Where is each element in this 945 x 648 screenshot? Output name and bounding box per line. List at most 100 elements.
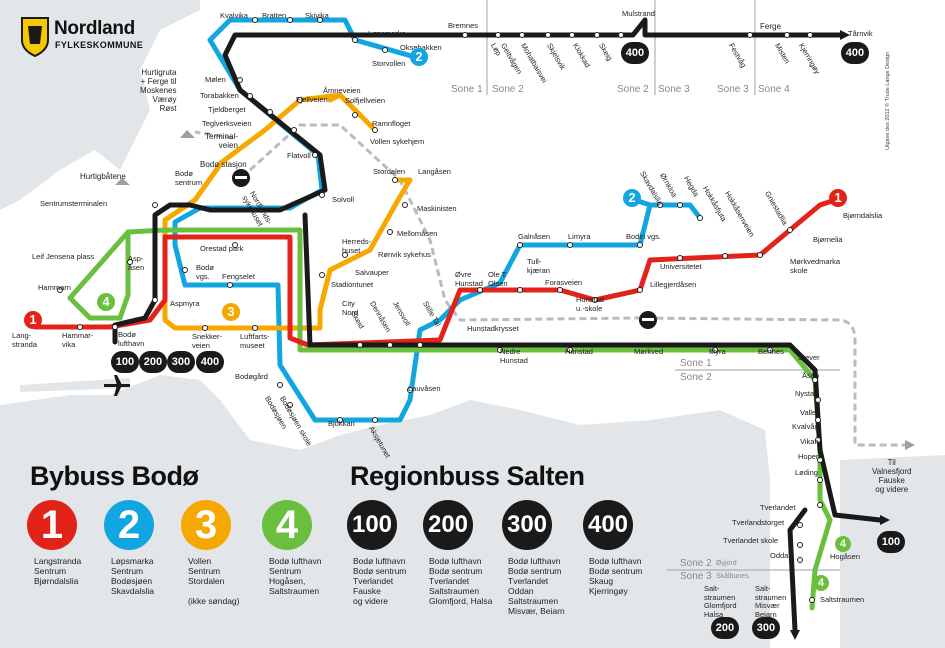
stop-label-mellomasen: Mellomåsen: [397, 229, 438, 238]
zone-label: Øyjord: [716, 560, 737, 567]
stop-label-hunstadkrysset: Hunstadkrysset: [467, 324, 519, 333]
stop-label-sentrumsterminalen: Sentrumsterminalen: [40, 199, 108, 208]
legend-route-400-desc: Bodø lufthavn Bodø sentrum Skaug Kjerrin…: [589, 556, 643, 596]
stop-label-hammarn: Hammarn: [38, 283, 71, 292]
stop-label-tverlandstorget: Tverlandstorget: [732, 518, 785, 527]
stop-label-bratten: Bratten: [262, 11, 287, 20]
stop-label-bjokkan: Bjokkan: [328, 419, 355, 428]
legend-route-100-desc: Bodø lufthavn Bodø sentrum Tverlandet Fa…: [353, 556, 407, 606]
route-badge-400: 400: [195, 351, 225, 373]
zone-label: Skålbunes: [716, 573, 749, 580]
airplane-icon: [104, 375, 130, 396]
ferry-info: Hurtigruta + Ferge til Moskenes Værøy Rø…: [140, 68, 177, 113]
nordland-logo-icon: [21, 17, 49, 58]
legend-route-300-desc: Bodø lufthavn Bodø sentrum Tverlandet Od…: [508, 556, 565, 616]
station-label: Bodø stasjon: [200, 160, 247, 169]
zone-label: Sone 3: [680, 571, 712, 582]
stop-label-myra: Myra: [709, 347, 726, 356]
legend-route-200-badge: 200: [423, 500, 473, 550]
train-station-icon: [639, 311, 657, 329]
stop-label-fjellveien: Fjellveien: [296, 95, 328, 104]
legend-route-2-desc: Løpsmarka Sentrum Bodøsjøen Skavdalslia: [111, 556, 154, 596]
stop-label-maskinisten: Maskinisten: [417, 204, 457, 213]
stop-label-bjorndalslia: Bjørndalslia: [843, 211, 883, 220]
stop-label-tjeldberget: Tjeldberget: [208, 105, 246, 114]
legend-route-1-desc: Langstranda Sentrum Bjørndalslia: [34, 556, 82, 586]
stop-label-hunstad: Hunstad: [565, 347, 593, 356]
stop-label-bremnes: Bremnes: [448, 21, 479, 30]
stop-label-bodogard: Bodøgård: [235, 372, 268, 381]
ferry-arrow-icon: [115, 130, 915, 450]
stop-label-aspmyra: Aspmyra: [170, 299, 200, 308]
stop-label-tarnvik: Tårnvik: [848, 29, 873, 38]
stop-label-hunstadskole: Hunstad u.-skole: [576, 295, 604, 313]
legend-route-4-desc: Bodø lufthavn Sentrum Hogåsen, Saltstrau…: [269, 556, 322, 596]
route-badge-300: 300: [751, 617, 781, 639]
stop-label-snekkerveien: Snekker- veien: [192, 332, 223, 350]
stop-label-hogasen: Hogåsen: [830, 552, 861, 561]
legend-route-2-badge: 2: [104, 500, 154, 550]
stop-label-bertnes: Bertnes: [758, 347, 784, 356]
train-station-icon: [232, 169, 250, 187]
route-badge-2: 2: [623, 189, 641, 207]
stop-label-citynord: City Nord: [342, 299, 359, 317]
stop-label-kvalvag: Kvalvåg: [792, 422, 819, 431]
stop-label-tulljkjaeran: Tull- kjæran: [527, 257, 550, 275]
ferry-label: Hurtigbåtene: [80, 172, 126, 181]
stop-label-stadiontunet: Stadiontunet: [331, 280, 374, 289]
stop-label-langstranda: Lang- stranda: [12, 331, 38, 349]
legend-route-3-badge: 3: [181, 500, 231, 550]
stop-label-teglverksveien: Teglverksveien: [202, 119, 252, 128]
destination-label: Til Valnesfjord Fauske og videre: [872, 458, 912, 494]
stop-label-galnasen: Galnåsen: [518, 232, 551, 241]
brand-name: Nordland: [54, 18, 135, 39]
zone-label: Sone 2: [680, 558, 712, 569]
bybuss-title: Bybuss Bodø: [30, 461, 199, 491]
route-badge-4: 4: [813, 575, 829, 591]
route-badge-4: 4: [835, 536, 851, 552]
stop-label-lopsmarka: Løpsmarka: [368, 29, 406, 38]
legend-route-4-badge: 4: [262, 500, 312, 550]
stop-label-stordalen: Stordalen: [373, 167, 406, 176]
stop-label-vollen: Vollen sykehjem: [370, 137, 425, 146]
stop-label-ronvik: Rønvik sykehus: [378, 250, 431, 259]
route-badge-300: 300: [166, 351, 196, 373]
stop-label-skivika: Skivika: [305, 11, 329, 20]
stop-label-solfjellsveien: Solfjellveien: [345, 96, 386, 105]
stop-label-ovrehunstad: Øvre Hunstad: [455, 270, 483, 288]
stop-label-vikan: Vikan: [800, 437, 819, 446]
stop-label-amneveien: Åmneveien: [323, 86, 361, 95]
stop-label-oletolsen: Ole T Olsen: [488, 270, 508, 288]
route-badge-1: 1: [24, 311, 42, 329]
stop-label-lauvasen: Lauvåsen: [408, 384, 441, 393]
stop-label-lillegjerdasen: Lillegjerdåsen: [650, 280, 697, 289]
line-arrow-icon: [790, 30, 890, 640]
stop-label-herredshuset: Herreds- huset: [342, 237, 372, 255]
stop-label-mulstrand: Mulstrand: [622, 9, 655, 18]
stop-label-bjornelia: Bjørnelia: [813, 235, 843, 244]
stop-markers: [57, 17, 823, 603]
zone-label: Sone 2: [617, 84, 649, 95]
legend-route-200-desc: Bodø lufthavn Bodø sentrum Tverlandet Sa…: [429, 556, 493, 606]
route-badge-400: 400: [840, 42, 870, 64]
zone-label: Sone 2: [492, 84, 524, 95]
stop-label-luftfartsmuseet: Luftfarts- museet: [240, 332, 270, 350]
stop-label-valle: Valle: [800, 408, 817, 417]
stop-label-bodolufthavn: Bodø lufthavn: [118, 330, 145, 348]
legend-route-3-desc: Vollen Sentrum Stordalen (ikke søndag): [188, 556, 240, 606]
regionbuss-title: Regionbuss Salten: [350, 461, 585, 491]
stop-label-oksebakken: Oksebakken: [400, 43, 442, 53]
stop-label-stever: Stever: [798, 353, 820, 362]
credit: Utgave des 2012 © Trude Lange Design: [885, 51, 891, 150]
stop-label-storvollen: Storvollen: [372, 59, 406, 68]
stop-label-bodovgs: Bodø vgs.: [196, 263, 214, 281]
stop-label-limyra: Limyra: [568, 232, 591, 241]
stop-label-asen: Åsen: [802, 371, 820, 380]
stop-label-nystad: Nystad: [795, 389, 819, 398]
stop-label-hopen: Hopen: [798, 452, 821, 461]
brand-subtitle: FYLKESKOMMUNE: [55, 40, 144, 50]
stop-label-oddan: Oddan: [770, 551, 793, 560]
stop-label-aspasen: Asp- åsen: [128, 254, 145, 272]
stop-label-leifjensena: Leif Jensena plass: [32, 252, 95, 261]
route-badge-200: 200: [138, 351, 168, 373]
